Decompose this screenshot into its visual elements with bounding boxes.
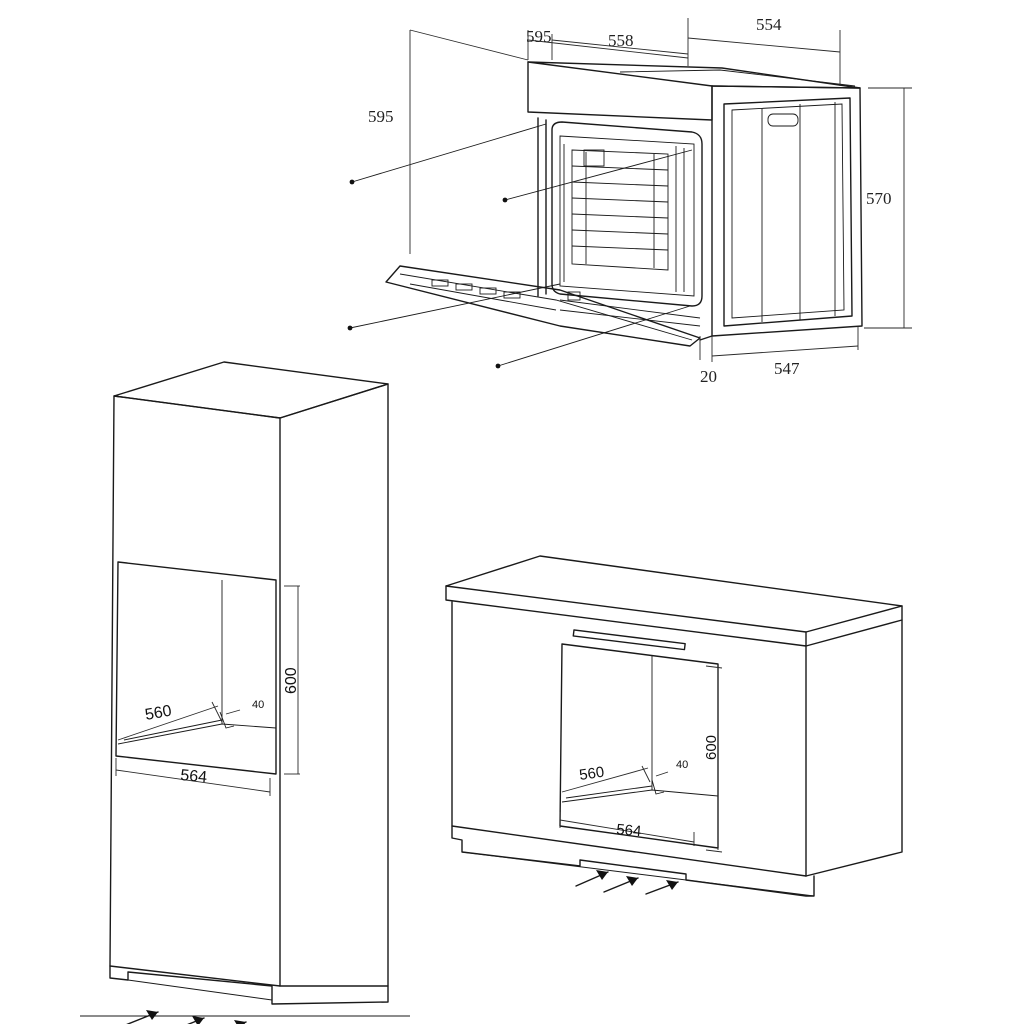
tall-airflow-arrows bbox=[126, 1010, 247, 1024]
oven-bottom-depth-label: 547 bbox=[774, 359, 800, 378]
airflow-arrow-icon bbox=[645, 880, 679, 895]
oven-drawing: 595 595 558 554 570 20 547 bbox=[347, 15, 912, 386]
tall-niche-height-label: 600 bbox=[283, 667, 300, 694]
oven-height-label: 570 bbox=[866, 189, 892, 208]
airflow-arrow-icon bbox=[234, 1020, 247, 1024]
oven-total-depth-label: 595 bbox=[368, 107, 394, 126]
airflow-arrow-icon bbox=[575, 870, 609, 887]
base-cabinet-drawing: 600 560 40 564 bbox=[445, 555, 903, 897]
tall-cabinet-drawing: 600 560 40 564 bbox=[80, 361, 410, 1024]
oven-body-width-label: 558 bbox=[608, 31, 634, 50]
airflow-arrow-icon bbox=[126, 1010, 159, 1024]
base-niche-depth-label: 560 bbox=[578, 764, 605, 784]
tall-vent-gap-label: 40 bbox=[252, 699, 264, 711]
airflow-arrow-icon bbox=[187, 1016, 205, 1024]
base-niche-width-label: 564 bbox=[616, 821, 642, 840]
oven-body-depth-label: 554 bbox=[756, 15, 782, 34]
base-vent-gap-label: 40 bbox=[676, 759, 688, 771]
tall-niche-width-label: 564 bbox=[180, 767, 208, 786]
oven-door-thickness-label: 20 bbox=[700, 367, 717, 386]
oven-front-width-label: 595 bbox=[526, 27, 552, 46]
base-niche-height-label: 600 bbox=[703, 735, 720, 760]
tall-niche-depth-label: 560 bbox=[144, 703, 173, 724]
base-airflow-arrows bbox=[575, 870, 679, 895]
airflow-arrow-icon bbox=[603, 876, 639, 893]
